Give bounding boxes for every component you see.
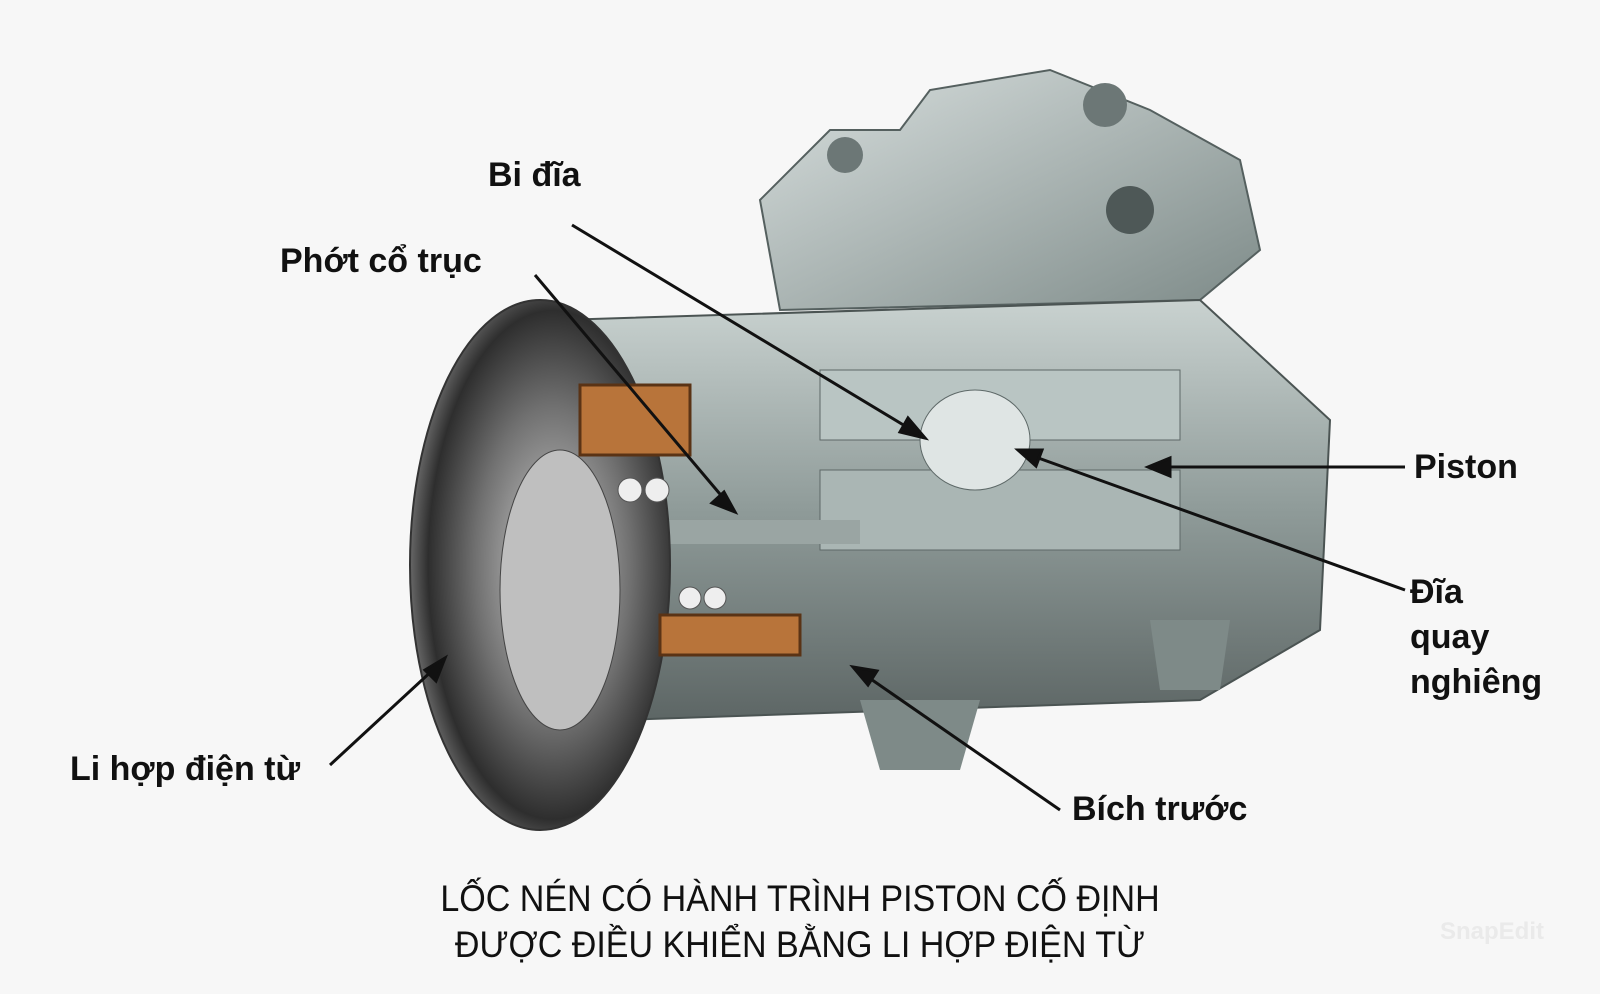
arrow-bi-dia [571,223,916,434]
label-phot-co-truc: Phớt cổ trục [280,242,482,280]
label-line: Đĩa [1410,573,1463,611]
label-li-hop-dien-tu: Li hợp điện từ [70,750,301,788]
arrow-phot-co-truc [533,274,727,501]
arrow-bich-truoc [864,673,1061,812]
label-piston: Piston [1414,448,1518,486]
compressor-body [558,298,1332,770]
arrow-li-hop [328,666,437,767]
arrow-dia-quay-nghieng [1029,453,1406,592]
label-line: quay [1410,618,1490,656]
caption-line-2: ĐƯỢC ĐIỀU KHIỂN BẰNG LI HỢP ĐIỆN TỪ [454,924,1146,965]
label-line: nghiêng [1410,663,1543,701]
label-bi-dia: Bi đĩa [488,156,581,194]
compressor-head [758,68,1262,312]
label-dia-quay-nghieng: Đĩa quay nghiêng [1410,570,1542,705]
leader-arrows [328,223,1406,812]
label-bich-truoc: Bích trước [1072,790,1248,828]
diagram-caption: LỐC NÉN CÓ HÀNH TRÌNH PISTON CỐ ĐỊNH ĐƯỢ… [0,876,1600,968]
clutch-pulley [409,299,802,831]
caption-line-1: LỐC NÉN CÓ HÀNH TRÌNH PISTON CỐ ĐỊNH [440,878,1160,919]
watermark: SnapEdit [1440,918,1545,945]
